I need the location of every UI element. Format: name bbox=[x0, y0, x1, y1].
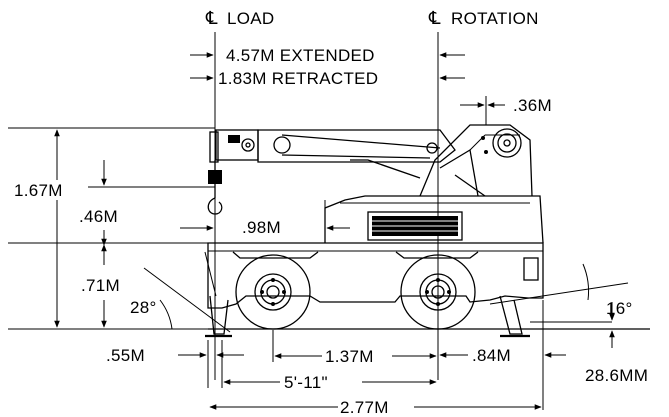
approach-angle-label: 28° bbox=[130, 298, 157, 317]
crane-house bbox=[324, 195, 544, 244]
front-overhang-label: .55M bbox=[106, 346, 145, 365]
rotation-centerline-label: ROTATION bbox=[451, 9, 539, 28]
rotation-centerline-symbol: ℄ bbox=[428, 8, 441, 29]
hook-height-label: .46M bbox=[79, 207, 118, 226]
boom-extended-label: 4.57M EXTENDED bbox=[226, 46, 375, 65]
departure-angle-label: 16° bbox=[606, 299, 633, 318]
hook-block bbox=[207, 160, 223, 215]
departure-angle-indicator bbox=[489, 263, 629, 305]
front-wheel bbox=[235, 254, 311, 330]
crane-carrier bbox=[204, 242, 544, 338]
crane-turret bbox=[419, 124, 533, 197]
load-centerline-symbol: ℄ bbox=[205, 8, 218, 29]
overall-height-label: 1.67M bbox=[14, 181, 63, 200]
rear-wheel bbox=[400, 254, 476, 330]
wheelbase-imperial-label: 5'-11" bbox=[284, 373, 328, 392]
load-centerline-label: LOAD bbox=[227, 9, 275, 28]
ground-clearance-label: 28.6MM bbox=[585, 366, 648, 385]
rotation-offset-label: .36M bbox=[513, 96, 552, 115]
rear-overhang-label: .84M bbox=[472, 346, 511, 365]
boom-to-body-label: .98M bbox=[242, 218, 281, 237]
ground-clearance-dimension bbox=[530, 302, 615, 348]
rotation-offset-dimension bbox=[460, 96, 505, 125]
body-height-label: .71M bbox=[81, 276, 120, 295]
wheelbase-label: 1.37M bbox=[325, 347, 374, 366]
boom-retracted-label: 1.83M RETRACTED bbox=[218, 69, 378, 88]
overall-length-label: 2.77M bbox=[340, 398, 389, 417]
approach-angle-indicator bbox=[143, 267, 231, 333]
crane-boom bbox=[209, 129, 456, 179]
